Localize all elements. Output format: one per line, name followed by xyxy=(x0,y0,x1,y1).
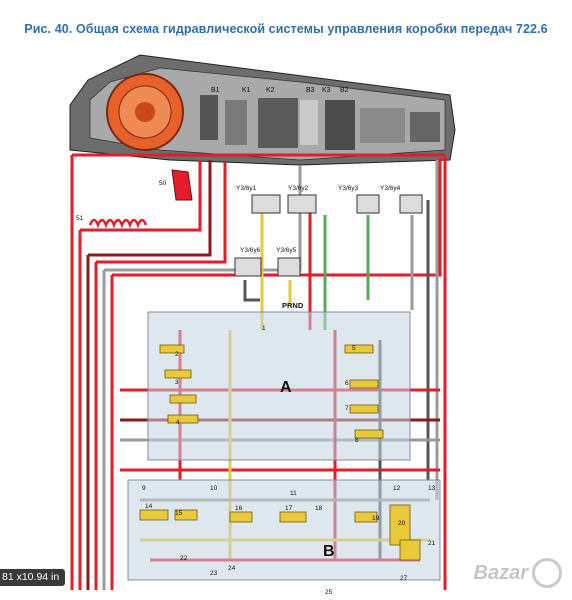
component-number: 5 xyxy=(352,345,356,352)
component-number: 7 xyxy=(345,405,349,412)
watermark-text: Bazar xyxy=(473,561,528,584)
component-number: 20 xyxy=(398,520,406,527)
component-number: 18 xyxy=(315,505,323,512)
transmission-housing xyxy=(69,54,456,166)
component-number: 13 xyxy=(428,485,436,492)
component-number: 21 xyxy=(428,540,436,547)
component-50 xyxy=(171,169,193,201)
gear-label: B1 xyxy=(211,87,220,94)
component-number: 50 xyxy=(159,180,167,187)
gear-label: B3 xyxy=(306,87,315,94)
solenoid-row-mid: Y3/6y6 Y3/6y5 xyxy=(234,247,301,277)
component-number: 19 xyxy=(372,515,380,522)
component-number: 22 xyxy=(180,555,188,562)
component-numbers: 50 51 1 2 3 4 5 6 7 8 9 10 11 12 13 14 1… xyxy=(76,180,436,596)
block-b-label: B xyxy=(323,543,335,560)
gear-labels: B1 K1 K2 B3 K3 B2 xyxy=(211,87,349,94)
component-number: 24 xyxy=(228,565,236,572)
block-a-label: A xyxy=(280,379,292,396)
component-number: 16 xyxy=(235,505,243,512)
component-number: 1 xyxy=(262,325,266,332)
valve-spools xyxy=(139,344,421,561)
pressure-coil xyxy=(88,218,148,229)
solenoid-label: Y3/6y6 xyxy=(240,247,261,254)
component-number: 15 xyxy=(175,510,183,517)
component-number: 25 xyxy=(325,589,333,596)
component-number: 8 xyxy=(355,437,359,444)
gear-label: K2 xyxy=(266,87,275,94)
solenoid-row-top: Y3/6y1 Y3/6y2 Y3/6y3 Y3/6y4 xyxy=(236,185,423,214)
watermark-mark-icon xyxy=(532,558,562,588)
component-number: 3 xyxy=(175,379,179,386)
component-number: 12 xyxy=(393,485,401,492)
watermark-logo: Bazar xyxy=(474,556,562,590)
solenoid-label: Y3/6y1 xyxy=(236,185,257,192)
component-number: 11 xyxy=(290,490,297,497)
component-number: 9 xyxy=(142,485,146,492)
component-number: 2 xyxy=(175,351,179,358)
component-number: 27 xyxy=(400,575,408,582)
diagram-title: Рис. 40. Общая схема гидравлической сист… xyxy=(24,22,548,36)
solenoid-label: Y3/6y5 xyxy=(276,247,297,254)
gear-label: K3 xyxy=(322,87,331,94)
component-number: 4 xyxy=(176,419,180,426)
size-badge: 81 x10.94 in xyxy=(0,569,66,586)
selector-label: PRND xyxy=(282,301,304,310)
gear-label: K1 xyxy=(242,87,251,94)
valve-body-b xyxy=(127,479,441,581)
component-number: 6 xyxy=(345,380,349,387)
component-number: 23 xyxy=(210,570,218,577)
component-number: 17 xyxy=(285,505,293,512)
component-number: 14 xyxy=(145,503,153,510)
solenoid-label: Y3/6y4 xyxy=(380,185,401,192)
solenoid-label: Y3/6y3 xyxy=(338,185,359,192)
component-number: 51 xyxy=(76,215,84,222)
gear-label: B2 xyxy=(340,87,349,94)
component-number: 10 xyxy=(210,485,218,492)
solenoid-label: Y3/6y2 xyxy=(288,185,309,192)
